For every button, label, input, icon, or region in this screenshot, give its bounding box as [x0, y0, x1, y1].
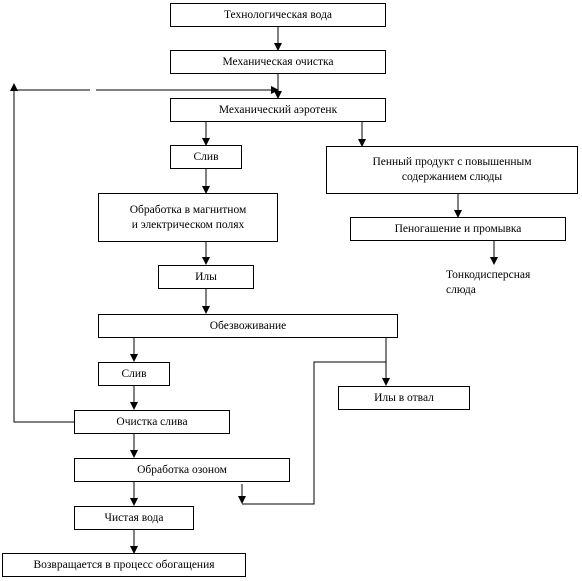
node-mech-aerotank: Механический аэротенк [170, 98, 386, 122]
node-drain-cleaning: Очистка слива [74, 410, 230, 434]
node-mech-cleaning: Механическая очистка [170, 50, 386, 74]
recycle-loop-line [13, 89, 90, 423]
node-sludge-1: Илы [158, 265, 254, 289]
node-magnetic-treatment: Обработка в магнитном и электрическом по… [98, 193, 278, 242]
node-foam-product: Пенный продукт с повышенным содержанием … [326, 146, 578, 194]
ozone-residue-line [242, 361, 386, 505]
node-return-process: Возвращается в процесс обогащения [2, 553, 246, 577]
node-drain-2: Слив [98, 362, 170, 386]
node-sludge-dump: Илы в отвал [338, 386, 470, 410]
node-fine-mica: Тонкодисперсная слюда [446, 269, 531, 296]
node-tech-water: Технологическая вода [170, 3, 386, 27]
node-ozone-treatment: Обработка озоном [74, 458, 290, 482]
node-clean-water: Чистая вода [74, 506, 194, 530]
node-drain-1: Слив [170, 145, 242, 169]
node-foam-quench: Пеногашение и промывка [350, 217, 566, 241]
node-dewatering: Обезвоживание [98, 314, 398, 338]
